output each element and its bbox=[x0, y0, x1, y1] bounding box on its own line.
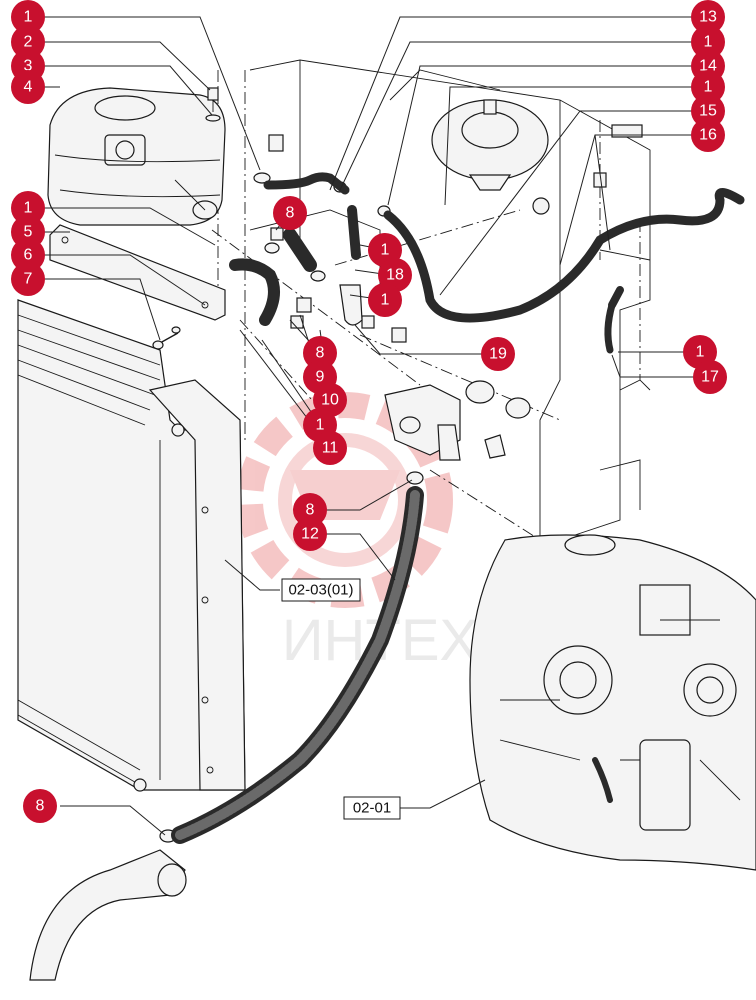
reference-label-02-03: 02-03(01) bbox=[288, 582, 353, 599]
svg-text:10: 10 bbox=[321, 392, 339, 409]
svg-text:3: 3 bbox=[24, 58, 33, 75]
svg-text:9: 9 bbox=[316, 369, 325, 386]
callout-marker[interactable]: 2 bbox=[11, 25, 45, 59]
water-pump-housing bbox=[384, 99, 549, 461]
svg-text:1: 1 bbox=[704, 34, 713, 51]
svg-text:8: 8 bbox=[36, 798, 45, 815]
bolt-and-washer bbox=[205, 87, 221, 122]
svg-text:14: 14 bbox=[699, 58, 717, 75]
callout-marker[interactable]: 13 bbox=[691, 0, 725, 34]
expansion-tank bbox=[47, 87, 226, 226]
svg-text:11: 11 bbox=[322, 440, 339, 457]
svg-text:13: 13 bbox=[699, 9, 717, 26]
svg-text:19: 19 bbox=[489, 346, 507, 363]
svg-text:5: 5 bbox=[24, 224, 33, 241]
svg-text:4: 4 bbox=[24, 79, 33, 96]
callout-marker[interactable]: 1 bbox=[691, 25, 725, 59]
svg-text:1: 1 bbox=[696, 344, 705, 361]
leader-lines bbox=[40, 16, 700, 836]
svg-text:6: 6 bbox=[24, 247, 33, 264]
reference-label-02-01: 02-01 bbox=[353, 800, 391, 817]
callout-marker[interactable]: 8 bbox=[303, 336, 337, 370]
svg-text:1: 1 bbox=[704, 79, 713, 96]
reference-box-02-03[interactable]: 02-03(01) bbox=[281, 578, 361, 602]
reference-box-02-01[interactable]: 02-01 bbox=[343, 796, 401, 820]
svg-text:2: 2 bbox=[24, 34, 33, 51]
callout-marker[interactable]: 7 bbox=[11, 262, 45, 296]
callout-marker[interactable]: 15 bbox=[691, 94, 725, 128]
tank-bracket-plate bbox=[49, 224, 226, 321]
svg-text:8: 8 bbox=[306, 502, 315, 519]
svg-text:1: 1 bbox=[24, 200, 33, 217]
callout-marker[interactable]: 17 bbox=[693, 360, 727, 394]
svg-text:17: 17 bbox=[701, 369, 719, 386]
svg-text:1: 1 bbox=[316, 417, 325, 434]
svg-text:16: 16 bbox=[699, 127, 717, 144]
engine-detail-inset bbox=[469, 534, 756, 871]
callout-marker[interactable]: 4 bbox=[11, 70, 45, 104]
callout-markers: 1 2 3 4 1 5 6 7 8 1 18 1 8 9 10 1 11 13 … bbox=[11, 0, 727, 823]
svg-text:8: 8 bbox=[286, 205, 295, 222]
callout-marker[interactable]: 8 bbox=[273, 196, 307, 230]
callout-marker[interactable]: 12 bbox=[293, 517, 327, 551]
callout-marker[interactable]: 1 bbox=[691, 70, 725, 104]
svg-text:1: 1 bbox=[381, 242, 390, 259]
callout-marker[interactable]: 1 bbox=[11, 191, 45, 225]
callout-marker[interactable]: 16 bbox=[691, 118, 725, 152]
callout-marker[interactable]: 11 bbox=[313, 431, 347, 465]
callout-marker[interactable]: 6 bbox=[11, 238, 45, 272]
callout-marker[interactable]: 8 bbox=[23, 789, 57, 823]
lower-coolant-pipe bbox=[29, 849, 187, 981]
svg-text:8: 8 bbox=[316, 345, 325, 362]
callout-marker[interactable]: 8 bbox=[293, 493, 327, 527]
coolant-hoses bbox=[171, 172, 745, 844]
svg-text:12: 12 bbox=[301, 526, 319, 543]
svg-text:1: 1 bbox=[24, 9, 33, 26]
radiator bbox=[17, 299, 246, 792]
callout-marker[interactable]: 19 bbox=[481, 337, 515, 371]
mounting-bolts bbox=[152, 326, 181, 350]
svg-text:1: 1 bbox=[381, 292, 390, 309]
svg-text:7: 7 bbox=[24, 271, 33, 288]
callout-marker[interactable]: 1 bbox=[11, 0, 45, 34]
svg-text:15: 15 bbox=[699, 103, 717, 120]
callout-marker[interactable]: 1 bbox=[368, 283, 402, 317]
svg-text:18: 18 bbox=[386, 267, 404, 284]
